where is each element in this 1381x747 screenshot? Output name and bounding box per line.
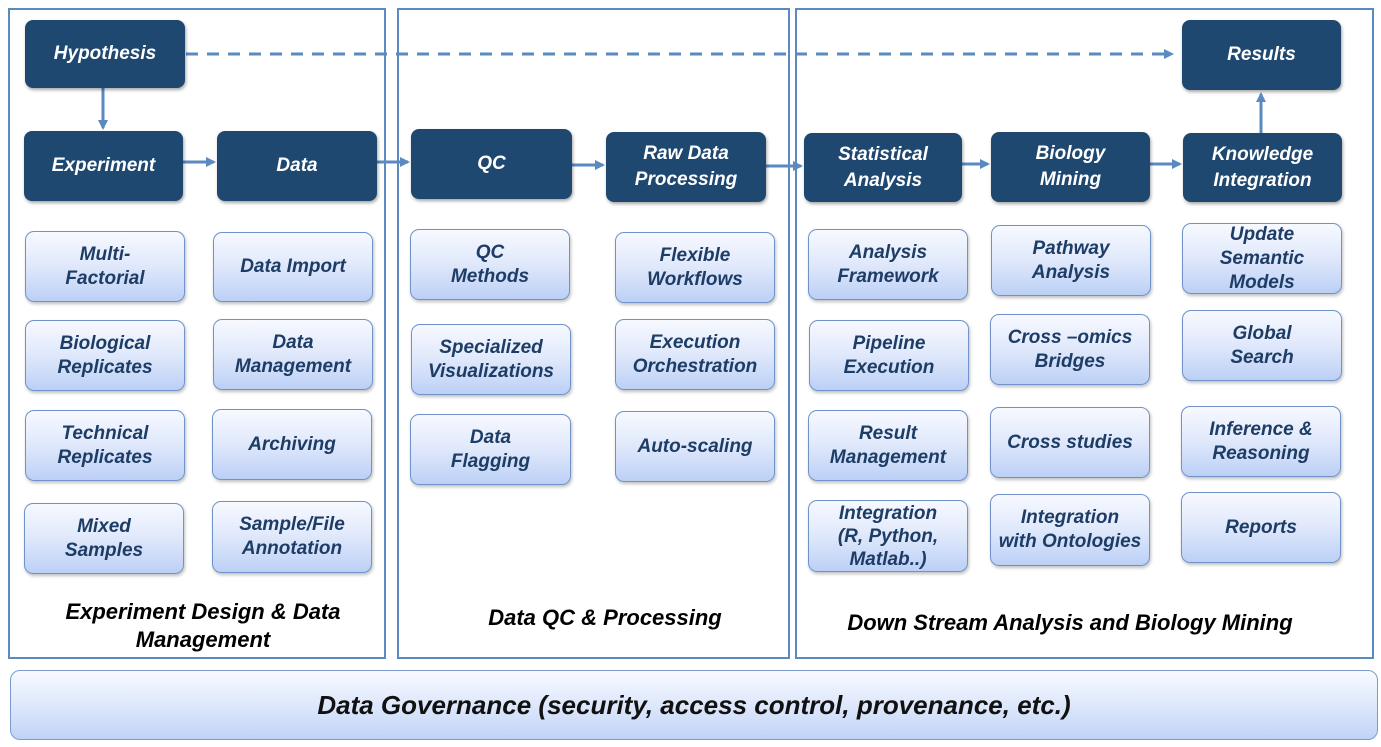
data-governance-bar: Data Governance (security, access contro…: [10, 670, 1378, 740]
item-cross-studies: Cross studies: [990, 407, 1150, 478]
data-governance-label: Data Governance (security, access contro…: [317, 689, 1071, 720]
item-archiving: Archiving: [212, 409, 372, 480]
item-specialized-visualizations: Specialized Visualizations: [411, 324, 571, 395]
item-mixed-samples: Mixed Samples: [24, 503, 184, 574]
item-analysis-framework: Analysis Framework: [808, 229, 968, 300]
item-auto-scaling: Auto-scaling: [615, 411, 775, 482]
item-data-flagging: Data Flagging: [410, 414, 571, 485]
item-execution-orchestration: Execution Orchestration: [615, 319, 775, 390]
statistical-analysis-box: Statistical Analysis: [804, 133, 962, 202]
raw-data-processing-box: Raw Data Processing: [606, 132, 766, 202]
item-flexible-workflows: Flexible Workflows: [615, 232, 775, 303]
results-box: Results: [1182, 20, 1341, 90]
section-panel-downstream: [795, 8, 1374, 659]
item-pathway-analysis: Pathway Analysis: [991, 225, 1151, 296]
hypothesis-box: Hypothesis: [25, 20, 185, 88]
item-qc-methods: QC Methods: [410, 229, 570, 300]
data-box: Data: [217, 131, 377, 201]
qc-box: QC: [411, 129, 572, 199]
item-technical-replicates: Technical Replicates: [25, 410, 185, 481]
item-result-management: Result Management: [808, 410, 968, 481]
section-title-experiment-design: Experiment Design & Data Management: [65, 599, 341, 652]
item-data-import: Data Import: [213, 232, 373, 302]
item-data-management: Data Management: [213, 319, 373, 390]
item-inference-reasoning: Inference & Reasoning: [1181, 406, 1341, 477]
section-title-data-qc: Data QC & Processing: [488, 605, 722, 630]
item-cross-omics-bridges: Cross –omics Bridges: [990, 314, 1150, 385]
experiment-box: Experiment: [24, 131, 183, 201]
item-pipeline-execution: Pipeline Execution: [809, 320, 969, 391]
item-reports: Reports: [1181, 492, 1341, 563]
item-global-search: Global Search: [1182, 310, 1342, 381]
knowledge-integration-box: Knowledge Integration: [1183, 133, 1342, 202]
item-sample-file-annotation: Sample/File Annotation: [212, 501, 372, 573]
section-panel-data-qc: [397, 8, 790, 659]
section-title-downstream: Down Stream Analysis and Biology Mining: [847, 610, 1293, 635]
item-multi-factorial: Multi- Factorial: [25, 231, 185, 302]
section-panel-experiment-design: [8, 8, 386, 659]
biology-mining-box: Biology Mining: [991, 132, 1150, 202]
item-biological-replicates: Biological Replicates: [25, 320, 185, 391]
item-integration-languages: Integration (R, Python, Matlab..): [808, 500, 968, 572]
item-integration-ontologies: Integration with Ontologies: [990, 494, 1150, 566]
item-update-semantic-models: Update Semantic Models: [1182, 223, 1342, 294]
